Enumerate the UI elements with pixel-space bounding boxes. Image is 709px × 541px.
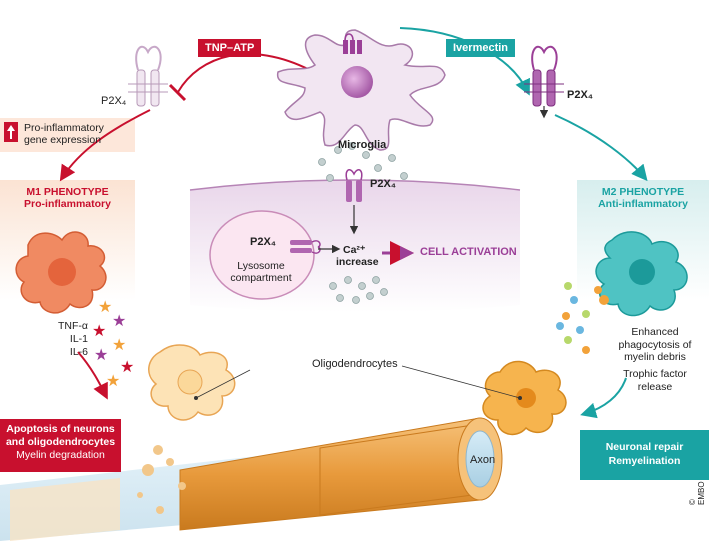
p2x4-receptor-left [128,45,168,107]
p2x4-receptor-lysosome [290,240,321,254]
oligodendrocyte-left [148,344,236,421]
gene-expression-label: Pro-inflammatory gene expression [24,122,104,146]
gene-expression-line-2: gene expression [24,134,102,146]
atp-molecules-top [318,142,408,182]
m2-arrow [554,114,648,182]
oligo-pointer-right [401,365,521,399]
m2-repair-arrow [580,377,627,419]
p2x4-label-left: P2X₄ [101,95,127,107]
cell-membrane [189,179,521,191]
inhibit-bar [168,83,187,102]
increase-label: increase [336,256,379,268]
m2-title-line-2: Anti-inflammatory [598,198,688,210]
outcome-left-box [0,419,121,472]
outcome-right-text: Neuronal repair Remyelination [580,440,709,468]
il6-label: IL-6 [69,346,88,358]
svg-text:★: ★ [94,347,108,364]
copyright-label: © EMBO [688,481,706,505]
outcome-left-line-2: and oligodendrocytes [5,436,116,448]
svg-text:★: ★ [120,359,134,376]
outcome-right-line-1: Neuronal repair [605,441,684,453]
cytokine-labels: TNF-α IL-1 IL-6 [54,320,88,359]
outcome-right-box [580,430,709,480]
phago-line-2: phagocytosis of [618,338,692,351]
oligodendrocyte-right [482,360,567,436]
m2-title-line-1: M2 PHENOTYPE [601,186,685,198]
p2x4-receptor-right [524,45,564,119]
outcome-left-line-1: Apoptosis of neurons [6,423,115,435]
phago-line-3: myelin debris [624,351,686,363]
cytokines: ★ ★ ★ ★ ★ ★ ★ [92,299,134,390]
m1-title: M1 PHENOTYPE Pro-inflammatory [0,186,135,210]
outcome-left-text: Apoptosis of neurons and oligodendrocyte… [0,423,121,462]
m1-title-line-1: M1 PHENOTYPE [26,186,109,198]
gene-expression-bg [0,118,135,152]
svg-text:★: ★ [112,337,126,354]
phagocytosis-label: Enhanced phagocytosis of myelin debris [605,326,705,364]
myelin-debris [137,445,186,514]
axon-myelin [0,417,503,541]
m1-arrow [59,109,151,182]
phago-line-1: Enhanced [631,326,679,338]
oligo-pointer-left [195,369,251,399]
p2x4-label-center: P2X₄ [370,178,397,190]
microglia-cell [276,29,446,151]
gene-expression-line-1: Pro-inflammatory [24,122,104,134]
microglia-receptor [343,33,362,54]
svg-text:★: ★ [92,323,106,340]
up-arrow-glyph [7,125,15,139]
activation-arrowhead [400,246,414,260]
m2-title: M2 PHENOTYPE Anti-inflammatory [577,186,709,210]
p2x4-receptor-center [345,169,363,202]
axon-label: Axon [470,454,496,466]
svg-text:★: ★ [98,299,112,316]
phagocytosed-debris [556,282,590,354]
microglia-label: Microglia [338,139,387,151]
trophic-label: Trophic factor release [605,368,705,393]
trophic-line-2: release [637,380,673,393]
outcome-left-line-3: Myelin degradation [16,449,105,461]
svg-text:★: ★ [106,373,120,390]
svg-text:★: ★ [112,313,126,330]
ca-label: Ca²⁺ [343,244,366,256]
tnf-label: TNF-α [58,320,88,332]
cell-activation-label: CELL ACTIVATION [420,246,517,258]
oligo-dot-left [194,396,198,400]
tnp-atp-tag: TNP–ATP [198,39,262,57]
outcome-right-line-2: Remyelination [608,455,681,467]
p2x4-label-lysosome: P2X₄ [250,236,277,248]
p2x4-label-right: P2X₄ [567,89,594,101]
oligo-dot-right [518,396,522,400]
calcium-ions [329,276,388,304]
m2-microglia-cell [594,231,688,317]
lysosome [209,210,315,300]
lysosome-label: Lysosome compartment [230,260,292,284]
m1-title-line-2: Pro-inflammatory [24,198,111,210]
m1-damage-arrow [77,351,108,400]
m1-microglia-cell [15,231,107,314]
ivermectin-tag: Ivermectin [446,39,516,57]
oligodendrocytes-label: Oligodendrocytes [312,358,398,370]
trophic-line-1: Trophic factor [623,368,687,380]
il1-label: IL-1 [69,333,88,345]
